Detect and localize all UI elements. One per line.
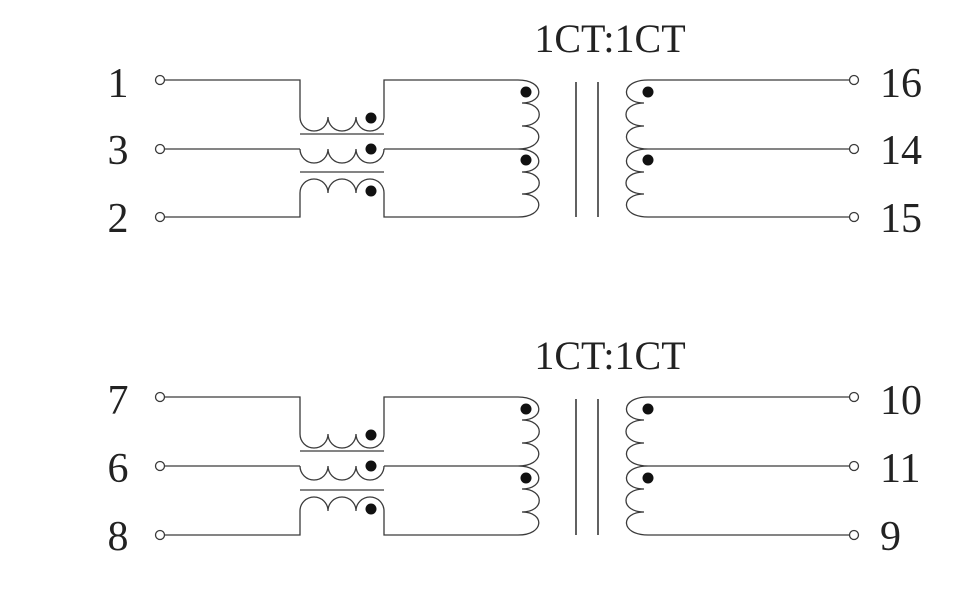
unit-1-primary-dot-middle xyxy=(520,154,532,166)
unit-1-right-terminal-bottom xyxy=(848,211,860,223)
unit-1-secondary-dot-middle xyxy=(642,154,654,166)
unit-1-choke-bottom-wire xyxy=(164,178,518,218)
unit-2-left-pin-middle: 6 xyxy=(108,446,129,492)
transformer-unit-2: 1CT:1CT 7 6 8 10 11 9 xyxy=(108,333,923,560)
unit-2-secondary-coil xyxy=(625,396,649,536)
unit-1-choke-dot-top xyxy=(365,112,377,124)
unit-2-ratio-label: 1CT:1CT xyxy=(534,333,685,378)
unit-2-left-pin-bottom: 8 xyxy=(108,514,129,560)
unit-1-choke-middle-wire xyxy=(164,148,518,164)
unit-2-secondary-dot-top xyxy=(642,403,654,415)
unit-1-left-terminal-middle xyxy=(154,143,166,155)
unit-2-right-pin-top: 10 xyxy=(880,378,922,424)
unit-2-right-pin-bottom: 9 xyxy=(880,514,901,560)
unit-1-ratio-label: 1CT:1CT xyxy=(534,16,685,61)
unit-2-left-terminal-top xyxy=(154,391,166,403)
unit-2-right-terminal-middle xyxy=(848,460,860,472)
unit-1-left-pin-bottom: 2 xyxy=(108,196,129,242)
unit-2-primary-dot-middle xyxy=(520,472,532,484)
unit-2-right-terminal-top xyxy=(848,391,860,403)
unit-2-primary-dot-top xyxy=(520,403,532,415)
unit-1-left-pin-top: 1 xyxy=(108,61,129,107)
unit-1-choke-top-wire xyxy=(164,79,518,132)
unit-2-left-pin-top: 7 xyxy=(108,378,129,424)
unit-2-right-terminal-bottom xyxy=(848,529,860,541)
unit-1-choke-dot-middle xyxy=(365,143,377,155)
transformer-unit-1: 1CT:1CT 1 3 2 16 14 15 xyxy=(108,16,923,242)
unit-2-choke-top-wire xyxy=(164,396,518,449)
unit-1-secondary-coil xyxy=(625,79,649,218)
unit-1-left-pin-middle: 3 xyxy=(108,128,129,174)
unit-2-left-terminal-bottom xyxy=(154,529,166,541)
unit-1-right-pin-middle: 14 xyxy=(880,128,922,174)
unit-1-right-terminal-middle xyxy=(848,143,860,155)
unit-1-choke-dot-bottom xyxy=(365,185,377,197)
unit-2-choke-dot-top xyxy=(365,429,377,441)
unit-1-right-terminal-top xyxy=(848,74,860,86)
unit-1-primary-coil xyxy=(517,79,540,218)
unit-2-choke-dot-middle xyxy=(365,460,377,472)
unit-1-left-terminal-top xyxy=(154,74,166,86)
unit-1-primary-dot-top xyxy=(520,86,532,98)
unit-2-right-pin-middle: 11 xyxy=(880,446,920,492)
unit-2-left-terminal-middle xyxy=(154,460,166,472)
unit-1-right-pin-top: 16 xyxy=(880,61,922,107)
unit-2-choke-bottom-wire xyxy=(164,496,518,536)
unit-2-primary-coil xyxy=(517,396,540,536)
unit-1-right-pin-bottom: 15 xyxy=(880,196,922,242)
unit-2-choke-middle-wire xyxy=(164,465,518,481)
unit-2-choke-dot-bottom xyxy=(365,503,377,515)
unit-1-secondary-dot-top xyxy=(642,86,654,98)
unit-2-secondary-dot-middle xyxy=(642,472,654,484)
unit-1-left-terminal-bottom xyxy=(154,211,166,223)
